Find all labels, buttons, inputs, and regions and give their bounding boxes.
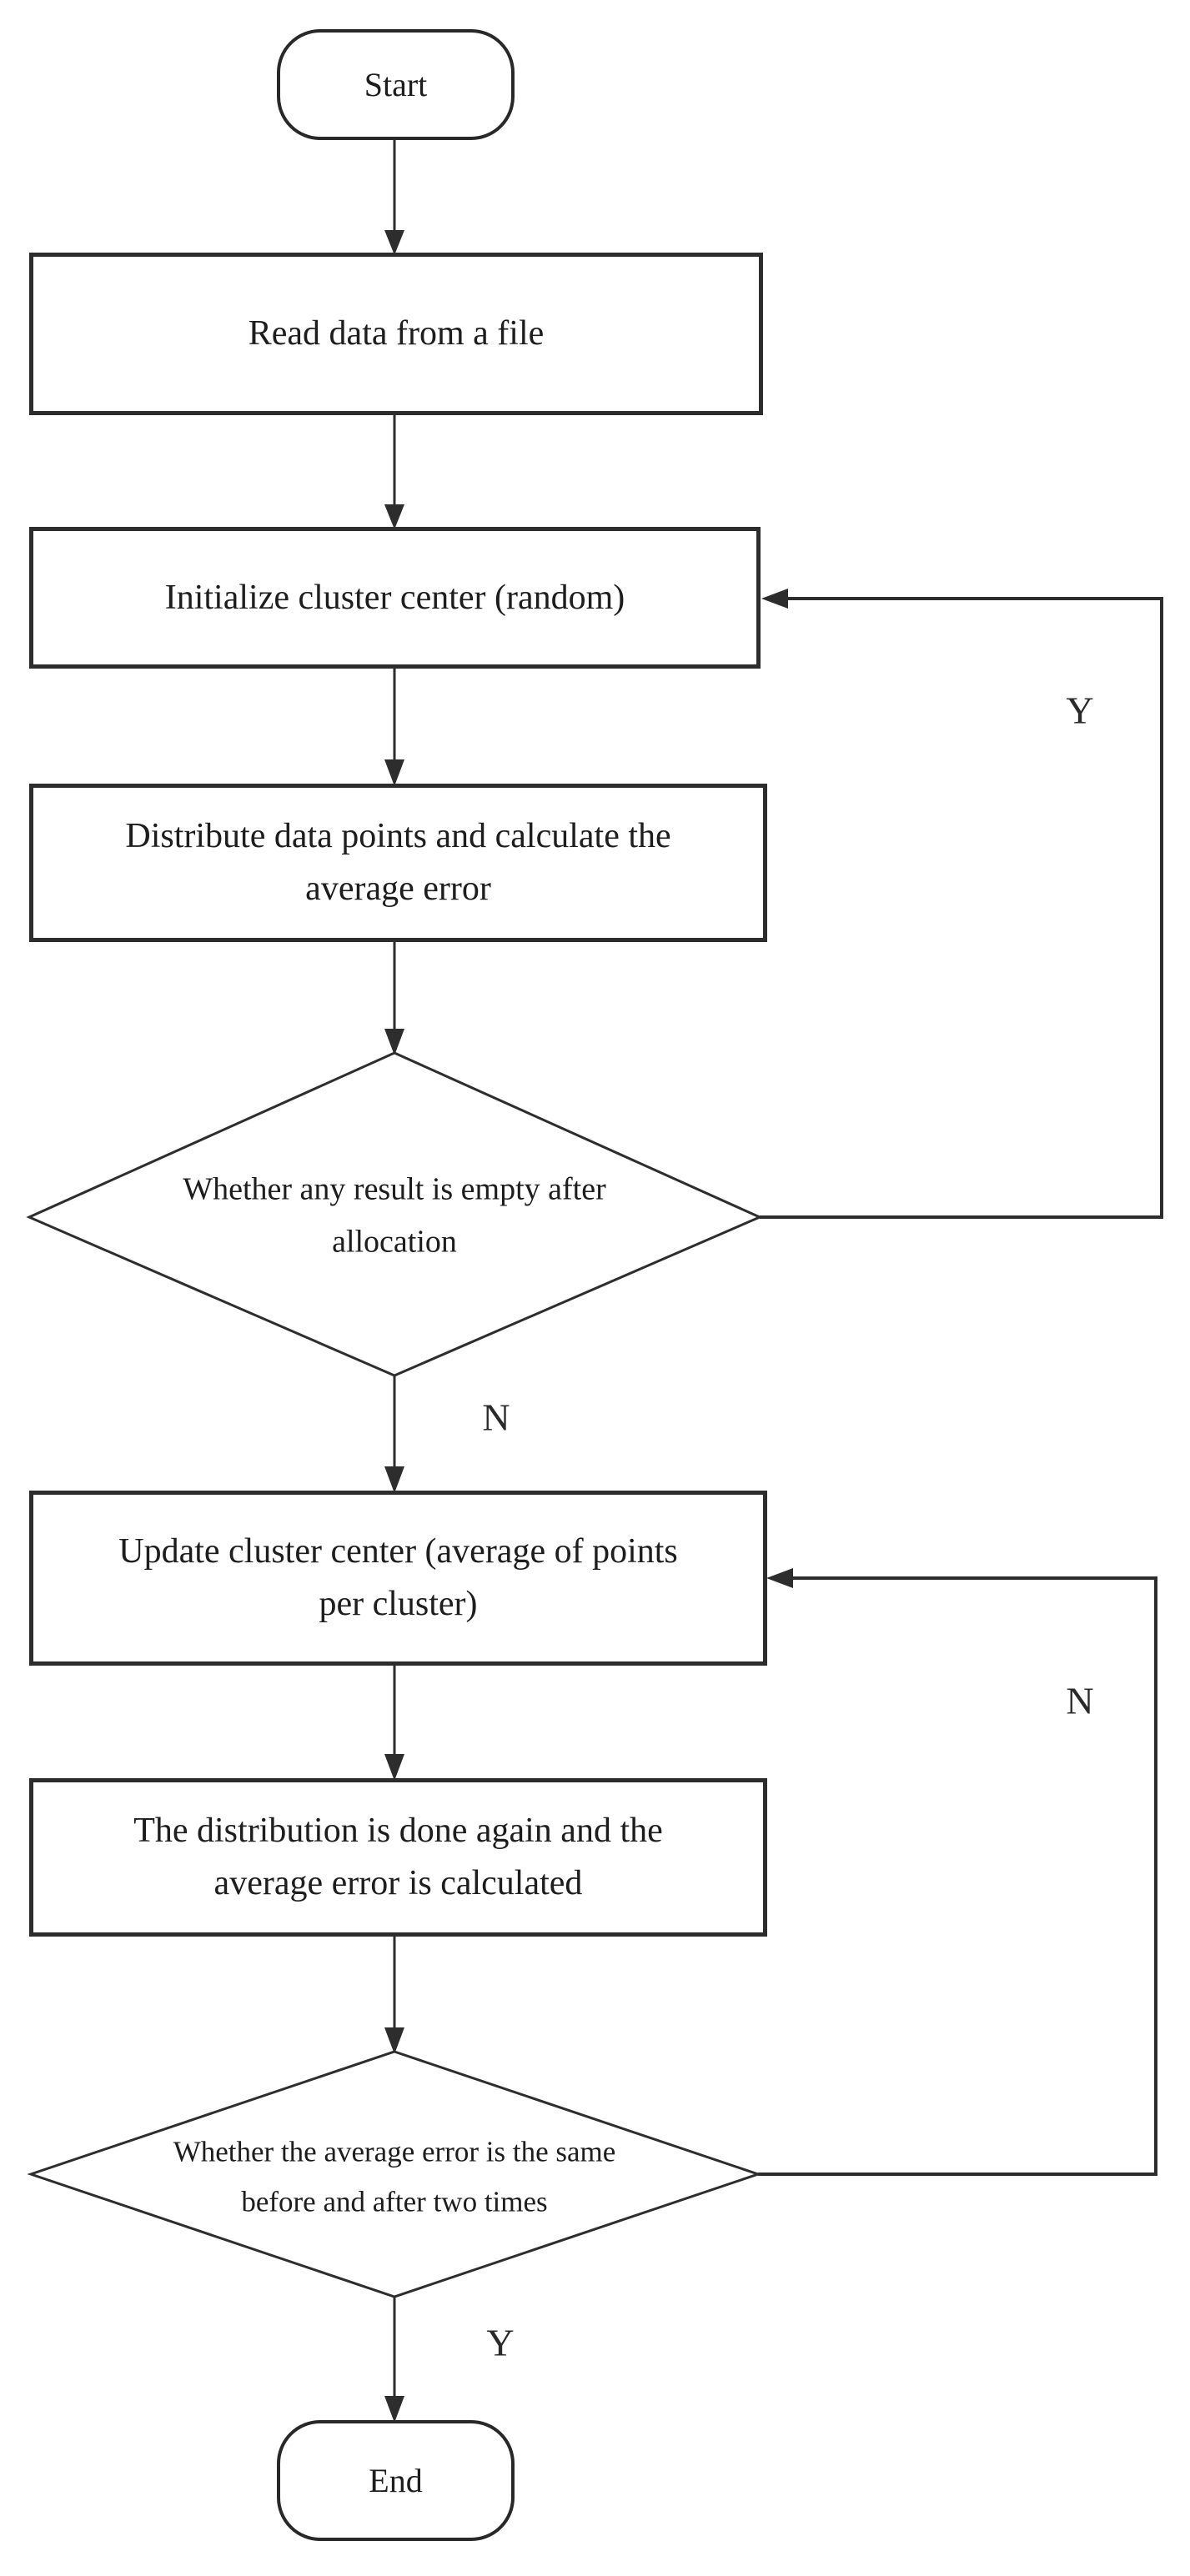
edge-label-check-error-yes: Y [486,2321,515,2364]
node-read-data: Read data from a file [29,253,763,415]
node-redistribute: The distribution is done again and the a… [29,1778,767,1937]
node-check-empty-label: Whether any result is empty after alloca… [183,1171,606,1259]
edge-label-check-empty-yes: Y [1066,689,1094,732]
arrowhead-check-error [384,2027,404,2054]
loop-check-empty-yes [760,597,1163,1219]
node-check-error-label: Whether the average error is the same be… [173,2135,616,2218]
arrowhead-loop-check-error-no [766,1568,793,1588]
arrowhead-end [384,2396,404,2423]
arrowhead-distribute [384,759,404,786]
node-update-center-label: Update cluster center (average of points… [118,1532,678,1623]
arrowhead-read [384,230,404,255]
node-distribute: Distribute data points and calculate the… [29,784,767,942]
arrowhead-redistribute [384,1754,404,1781]
node-distribute-label: Distribute data points and calculate the… [125,817,671,908]
loop-check-error-no [758,1576,1157,2176]
node-redistribute-label: The distribution is done again and the a… [133,1812,663,1902]
edge-label-check-empty-no: N [482,1396,510,1439]
node-end-label: End [369,2462,423,2499]
arrowhead-update [384,1466,404,1493]
node-read-data-label: Read data from a file [248,314,545,353]
node-init-center-label: Initialize cluster center (random) [164,578,625,617]
node-check-error: Whether the average error is the same be… [140,2127,649,2227]
node-start: Start [277,29,515,140]
arrowhead-loop-check-empty-yes [761,589,788,609]
edge-label-check-error-no: N [1066,1679,1094,1722]
arrowhead-init [384,504,404,529]
node-check-empty: Whether any result is empty after alloca… [119,1163,670,1267]
node-end: End [277,2420,515,2541]
node-start-label: Start [364,66,428,103]
node-update-center: Update cluster center (average of points… [29,1491,767,1666]
arrowhead-check-empty [384,1029,404,1055]
node-init-center: Initialize cluster center (random) [29,527,761,669]
